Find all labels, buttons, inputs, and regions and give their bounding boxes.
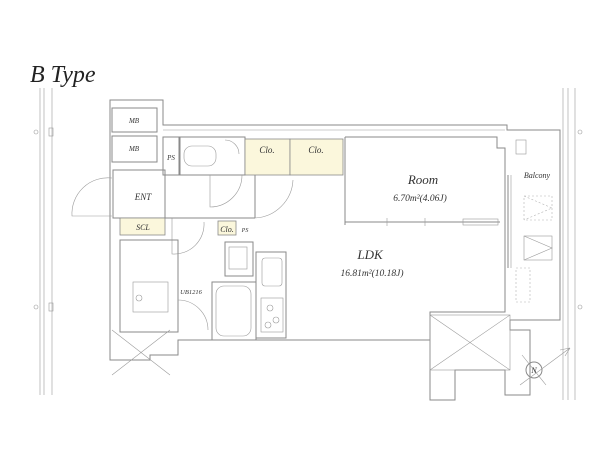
scl-label: SCL <box>136 223 150 232</box>
ldk-label: LDK <box>356 247 384 262</box>
balcony-label: Balcony <box>524 171 551 180</box>
ldk-wall <box>345 136 506 340</box>
north-label: N <box>530 366 537 375</box>
plan-title: B Type <box>30 62 96 88</box>
kitchen-counter <box>255 251 287 339</box>
balcony-unit <box>515 139 527 155</box>
mb-label: MB <box>128 117 140 125</box>
vanity <box>224 241 254 277</box>
ps-label: PS <box>241 228 249 234</box>
mb-label: MB <box>128 145 140 153</box>
door-swing <box>177 299 209 331</box>
closet-label: Clo. <box>308 145 323 155</box>
door-swing <box>209 174 243 208</box>
closet-1 <box>244 138 291 176</box>
sink-icon <box>261 257 283 287</box>
closet-label: Clo. <box>220 225 234 234</box>
site-boundary-right <box>562 88 583 400</box>
closet-2 <box>289 138 344 176</box>
meter-box-1 <box>111 107 158 133</box>
site-boundary-left <box>33 88 54 395</box>
ps-label: PS <box>166 154 175 162</box>
toilet-icon <box>183 145 217 167</box>
bathtub-icon <box>215 285 252 337</box>
shoe-closet <box>119 217 166 236</box>
door-swing <box>171 218 205 255</box>
door-swing <box>224 139 240 155</box>
door-swing <box>254 175 294 219</box>
compass-icon: N <box>519 347 571 386</box>
pipe-space <box>162 136 180 176</box>
entrance-label: ENT <box>134 192 153 202</box>
toilet-room <box>179 136 246 176</box>
closet-label: Clo. <box>259 145 274 155</box>
washroom <box>119 239 179 333</box>
closet-3 <box>217 220 237 236</box>
exterior-wall <box>109 99 561 401</box>
washing-machine-icon <box>132 281 169 313</box>
meter-box-2 <box>111 135 158 163</box>
outdoor-unit <box>523 195 553 221</box>
unit-bath-label: UB1216 <box>180 289 202 296</box>
stove-icon <box>260 297 284 333</box>
void-area <box>429 314 511 371</box>
entry-door-swing <box>71 177 113 217</box>
bathroom <box>211 281 257 341</box>
room-area: 6.70m²(4.06J) <box>393 193 447 204</box>
ldk-area: 16.81m²(10.18J) <box>340 268 403 279</box>
room-label: Room <box>407 172 438 187</box>
outdoor-unit <box>523 235 553 261</box>
